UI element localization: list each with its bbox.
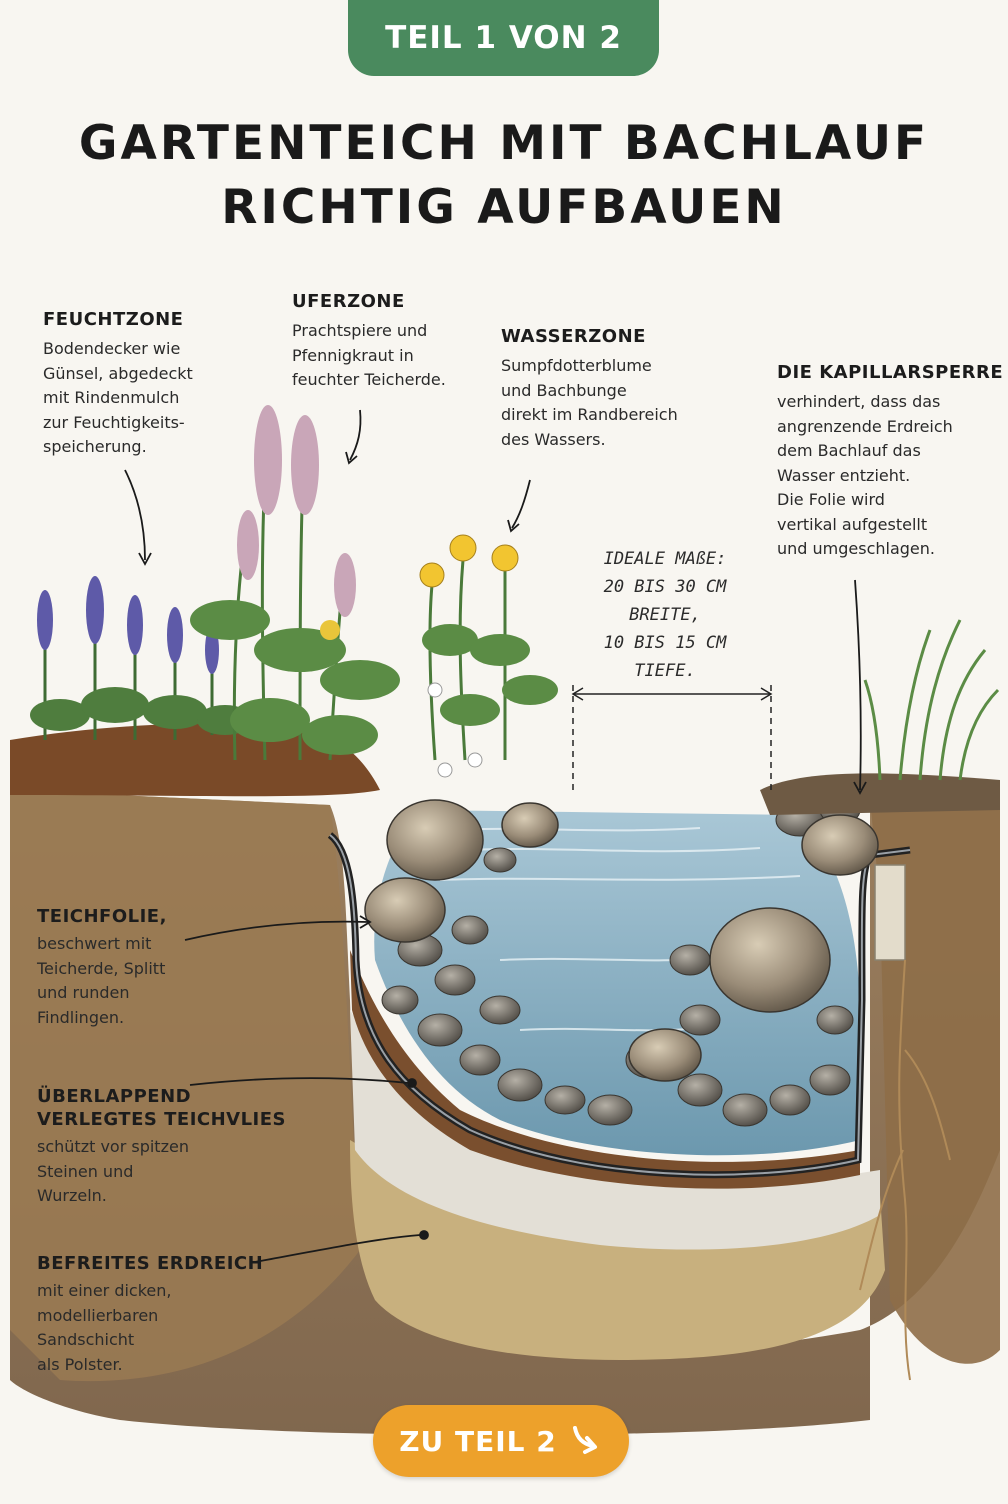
label-teichfolie-text: beschwert mit Teicherde, Splitt und rund… xyxy=(37,934,166,1027)
label-feuchtzone: FEUCHTZONE Bodendecker wie Günsel, abged… xyxy=(43,308,193,460)
label-feuchtzone-title: FEUCHTZONE xyxy=(43,309,184,330)
roots xyxy=(859,959,951,1381)
page-title: GARTENTEICH MIT BACHLAUF RICHTIG AUFBAUE… xyxy=(0,112,1008,240)
right-bank-surface xyxy=(760,773,1000,815)
label-teichfolie: TEICHFOLIE, beschwert mit Teicherde, Spl… xyxy=(37,905,167,1030)
label-erdreich-title: BEFREITES ERDREICH xyxy=(37,1253,264,1274)
part-badge: TEIL 1 VON 2 xyxy=(348,0,659,76)
label-kapillarsperre-text: verhindert, dass das angrenzende Erdreic… xyxy=(777,392,953,558)
boulders xyxy=(364,799,879,1082)
label-uferzone: UFERZONE Prachtspiere und Pfennigkraut i… xyxy=(292,290,446,393)
label-kapillarsperre: DIE KAPILLARSPERRE verhindert, dass das … xyxy=(777,361,1003,562)
label-uferzone-title: UFERZONE xyxy=(292,291,405,312)
fleece-layer xyxy=(350,1010,880,1250)
pond-liner-highlight xyxy=(329,834,911,1176)
label-uferzone-text: Prachtspiere und Pfennigkraut in feuchte… xyxy=(292,321,446,389)
pebble-fill xyxy=(381,795,861,1127)
label-teichvlies-title-2: VERLEGTES TEICHVLIES xyxy=(37,1109,287,1130)
label-teichfolie-title: TEICHFOLIE, xyxy=(37,906,167,927)
measure-note: IDEALE MAßE: 20 BIS 30 CM BREITE, 10 BIS… xyxy=(603,549,727,681)
next-part-button[interactable]: ZU TEIL 2 xyxy=(373,1405,629,1477)
capillary-barrier-board xyxy=(874,864,906,961)
label-wasserzone-title: WASSERZONE xyxy=(501,326,646,347)
soil-left-wedge xyxy=(10,790,360,1382)
label-kapillarsperre-title: DIE KAPILLARSPERRE xyxy=(777,362,1004,383)
label-erdreich: BEFREITES ERDREICH mit einer dicken, mod… xyxy=(37,1252,263,1377)
label-erdreich-text: mit einer dicken, modellierbaren Sandsch… xyxy=(37,1281,172,1374)
label-wasserzone-text: Sumpfdotterblume und Bachbunge direkt im… xyxy=(501,356,678,449)
plant-ajuga xyxy=(30,576,253,740)
arrow-down-right-icon xyxy=(572,1426,597,1454)
label-teichvlies: ÜBERLAPPEND VERLEGTES TEICHVLIES schützt… xyxy=(37,1085,286,1209)
root-mulch-layer xyxy=(350,950,860,1189)
label-teichvlies-text: schützt vor spitzen Steinen und Wurzeln. xyxy=(37,1137,189,1205)
next-part-label: ZU TEIL 2 xyxy=(399,1424,557,1458)
title-line-2: RICHTIG AUFBAUEN xyxy=(221,180,787,235)
plant-grass xyxy=(863,619,1000,781)
measure-width-marker xyxy=(571,685,773,790)
label-teichvlies-title-1: ÜBERLAPPEND xyxy=(37,1086,192,1107)
mulch-surface xyxy=(10,723,380,797)
label-wasserzone: WASSERZONE Sumpfdotterblume und Bachbung… xyxy=(501,325,678,452)
plant-marsh-marigold xyxy=(419,534,558,778)
title-line-1: GARTENTEICH MIT BACHLAUF xyxy=(78,116,930,171)
label-feuchtzone-text: Bodendecker wie Günsel, abgedeckt mit Ri… xyxy=(43,339,193,456)
leader-arrows xyxy=(124,409,867,1263)
plant-meadowsweet xyxy=(190,405,400,761)
